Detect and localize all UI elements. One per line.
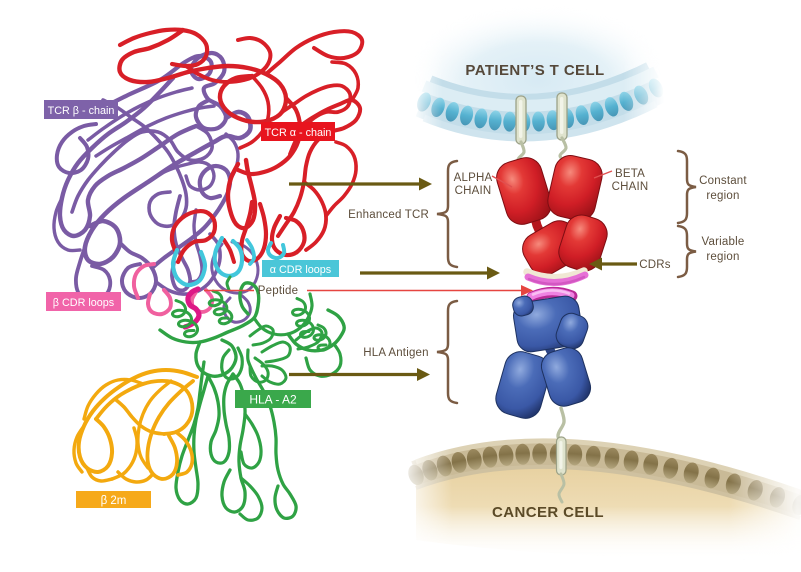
svg-text:region: region [706,251,739,263]
svg-text:region: region [706,190,739,202]
svg-text:HLA - A2: HLA - A2 [249,392,297,406]
svg-text:TCR α - chain: TCR α - chain [265,127,332,139]
svg-text:CDRs: CDRs [639,259,671,271]
svg-text:α CDR loops: α CDR loops [270,264,332,276]
svg-text:TCR β - chain: TCR β - chain [48,105,115,117]
svg-text:Enhanced TCR: Enhanced TCR [348,209,429,221]
svg-text:Constant: Constant [699,175,747,187]
svg-text:PATIENT’S T CELL: PATIENT’S T CELL [465,62,604,79]
svg-text:ALPHA: ALPHA [454,172,493,184]
svg-text:β 2m: β 2m [101,495,127,507]
svg-text:HLA Antigen: HLA Antigen [363,347,429,359]
svg-text:Variable: Variable [702,236,745,248]
svg-text:Peptide: Peptide [258,285,298,297]
svg-text:BETA: BETA [615,168,645,180]
svg-text:CHAIN: CHAIN [612,181,649,193]
svg-text:CANCER CELL: CANCER CELL [492,504,604,521]
svg-text:β CDR loops: β CDR loops [53,297,115,309]
svg-text:CHAIN: CHAIN [455,185,492,197]
